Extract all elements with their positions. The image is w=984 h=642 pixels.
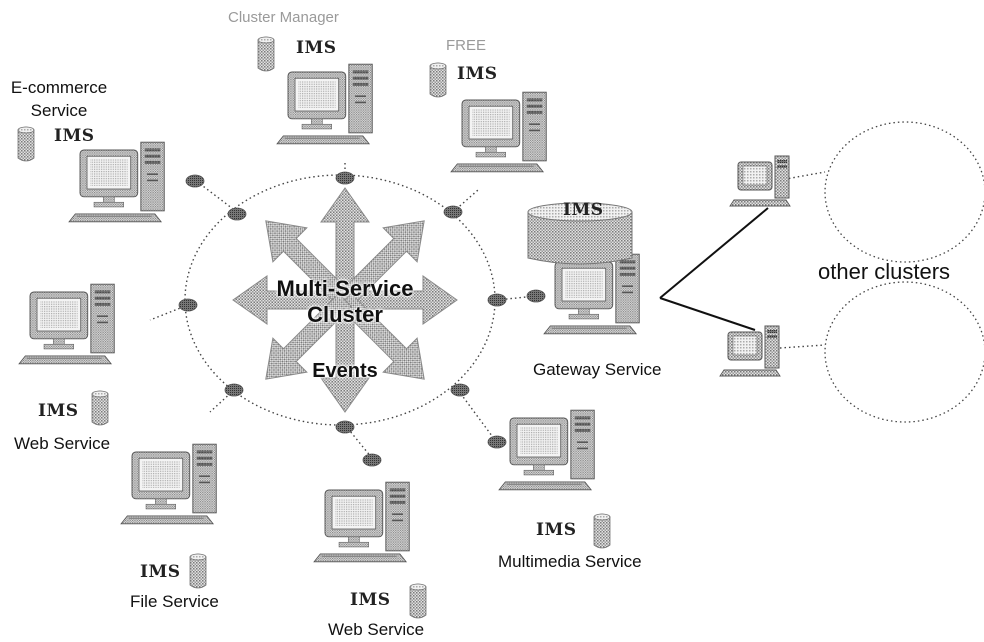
- multimedia-service-label: Multimedia Service: [498, 552, 642, 571]
- web-service-bottom-computer: [313, 481, 410, 563]
- database-icon: [429, 62, 447, 98]
- remote-computer-top: [729, 155, 791, 207]
- database-icon: [189, 553, 207, 589]
- bus-node-dots: [178, 171, 546, 467]
- database-icon: [409, 583, 427, 619]
- web-service-left-computer: [18, 283, 115, 365]
- cluster-manager-computer: [276, 63, 373, 145]
- cluster-manager-label: Cluster Manager: [228, 9, 339, 26]
- gateway-service-label: Gateway Service: [533, 360, 662, 379]
- ims-label: IMS: [536, 520, 577, 540]
- other-clusters-label: other clusters: [818, 259, 951, 284]
- database-icon: [91, 390, 109, 426]
- ims-label: IMS: [54, 126, 95, 146]
- multimedia-computer: [498, 409, 595, 491]
- other-cluster-ring-bottom: [824, 281, 984, 423]
- ecommerce-label-line2: Service: [30, 101, 88, 120]
- cluster-title-line1: Multi-Service: [276, 276, 414, 301]
- ecommerce-computer: [68, 141, 165, 223]
- ims-label: IMS: [140, 562, 181, 582]
- free-label: FREE: [446, 37, 487, 54]
- ims-label: IMS: [350, 590, 391, 610]
- free-computer: [450, 91, 547, 173]
- web-service-bottom-label: Web Service: [328, 620, 425, 639]
- file-service-computer: [120, 443, 217, 525]
- file-service-label: File Service: [130, 592, 219, 611]
- web-service-left-label: Web Service: [14, 434, 111, 453]
- ecommerce-label-line1: E-commerce: [10, 78, 108, 97]
- gateway-links: [659, 207, 769, 331]
- database-icon: [593, 513, 611, 549]
- ims-label: IMS: [38, 401, 79, 421]
- remote-computer-bottom: [719, 325, 781, 377]
- cluster-title-line2: Cluster: [307, 302, 383, 327]
- database-icon: [17, 126, 35, 162]
- other-cluster-ring-top: [824, 121, 984, 263]
- ims-label: IMS: [296, 38, 337, 58]
- events-label: Events: [312, 360, 378, 382]
- ims-label: IMS: [563, 200, 604, 220]
- gateway-computer: [543, 253, 640, 335]
- ims-label: IMS: [457, 64, 498, 84]
- database-icon: [257, 36, 275, 72]
- gateway-database-icon: [527, 202, 633, 265]
